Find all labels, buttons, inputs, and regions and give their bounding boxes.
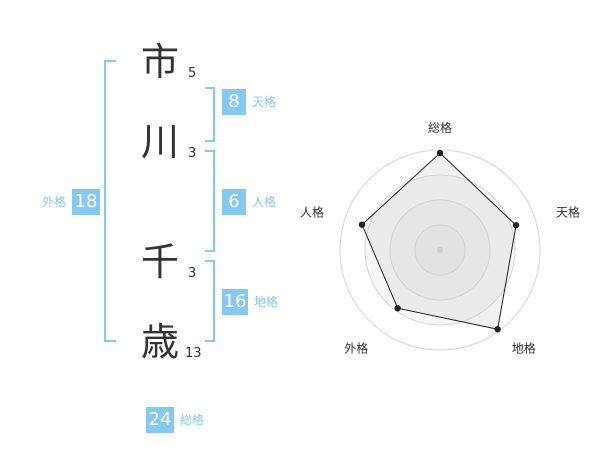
gaikaku-bracket xyxy=(104,60,116,342)
soukaku-value: 24 xyxy=(146,407,174,433)
stroke-count-4: 13 xyxy=(185,346,202,361)
chikaku-value: 16 xyxy=(222,289,248,315)
radar-point xyxy=(436,149,444,157)
tenkaku-label: 天格 xyxy=(252,95,277,109)
radar-axis-label: 天格 xyxy=(556,204,580,219)
tenkaku-bracket xyxy=(205,87,215,142)
name-char-4: 歳 xyxy=(140,320,179,364)
radar-center xyxy=(437,247,443,253)
radar-axis-label: 外格 xyxy=(344,341,368,356)
radar-series xyxy=(358,149,520,333)
name-char-3: 千 xyxy=(140,240,179,284)
name-char-2: 川 xyxy=(140,120,179,164)
chikaku-label: 地格 xyxy=(254,295,279,309)
stroke-count-3: 3 xyxy=(188,266,197,281)
tenkaku-value: 8 xyxy=(222,89,246,115)
name-char-1: 市 xyxy=(140,40,179,84)
radar-point xyxy=(358,221,366,228)
stroke-count-1: 5 xyxy=(188,66,197,81)
chikaku-bracket xyxy=(205,260,215,342)
soukaku-label: 総格 xyxy=(180,413,205,427)
jinkaku-value: 6 xyxy=(222,189,246,215)
radar-point xyxy=(394,305,401,312)
radar-point xyxy=(512,222,520,229)
gaikaku-value: 18 xyxy=(72,189,100,215)
radar-point xyxy=(494,326,501,333)
radar-axis-label: 人格 xyxy=(300,204,324,219)
radar-axis-label: 地格 xyxy=(512,341,536,356)
radar-axis-label: 総格 xyxy=(428,120,452,135)
radar-polygon xyxy=(361,152,517,330)
jinkaku-bracket xyxy=(205,150,215,252)
jinkaku-label: 人格 xyxy=(252,195,277,209)
gaikaku-label: 外格 xyxy=(42,195,67,209)
stroke-count-2: 3 xyxy=(188,146,197,161)
